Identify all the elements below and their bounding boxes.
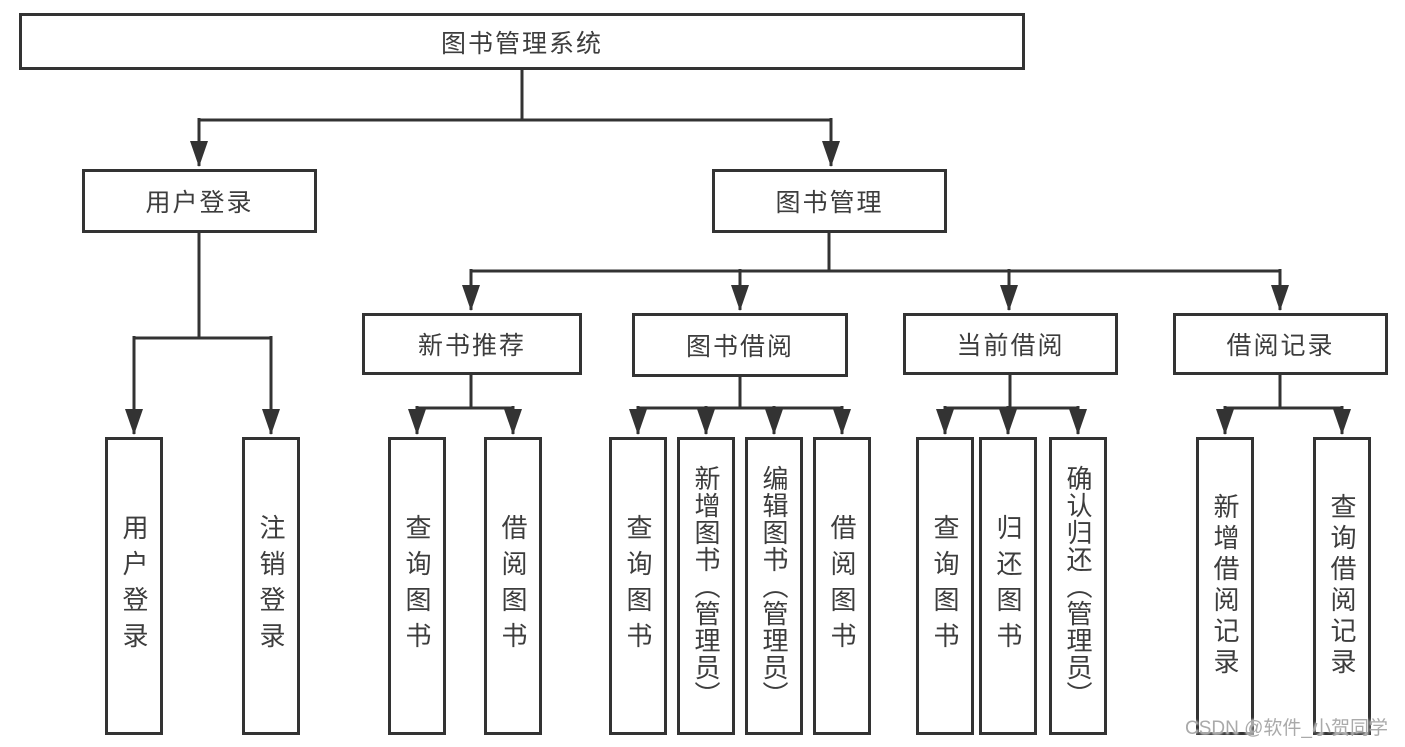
node-label: 当前借阅	[956, 332, 1065, 360]
connector-new-book-recommend	[408, 375, 522, 435]
leaf-user-login: 用户登录	[105, 437, 163, 735]
node-library-management-system: 图书管理系统	[19, 13, 1025, 70]
leaf-label: 编辑图书（管理员）	[759, 464, 789, 708]
leaf-label: 新增借阅记录	[1210, 493, 1240, 679]
leaf-label: 归还图书	[993, 514, 1023, 658]
leaf-label: 确认归还（管理员）	[1063, 464, 1093, 708]
leaf-label: 查询图书	[623, 514, 653, 658]
leaf-label: 新增图书（管理员）	[691, 464, 721, 708]
connector-borrow-records	[1216, 375, 1351, 435]
node-label: 用户登录	[145, 189, 254, 217]
leaf-bb-edit-books-admin: 编辑图书（管理员）	[745, 437, 803, 735]
leaf-label: 注销登录	[256, 514, 286, 658]
leaf-nb-borrow-books: 借阅图书	[484, 437, 542, 735]
leaf-label: 查询图书	[402, 514, 432, 658]
leaf-label: 查询图书	[930, 514, 960, 658]
leaf-label: 用户登录	[119, 514, 149, 658]
node-book-borrowing: 图书借阅	[632, 313, 848, 377]
leaf-br-query-record: 查询借阅记录	[1313, 437, 1371, 735]
connector-book-borrowing	[629, 377, 851, 435]
leaf-label: 查询借阅记录	[1327, 493, 1357, 679]
node-user-login: 用户登录	[82, 169, 317, 233]
leaf-cb-return-books: 归还图书	[979, 437, 1037, 735]
node-label: 图书借阅	[685, 333, 794, 361]
connector-root	[190, 70, 840, 167]
leaf-cb-query-books: 查询图书	[916, 437, 974, 735]
leaf-label: 借阅图书	[498, 514, 528, 658]
leaf-bb-add-books-admin: 新增图书（管理员）	[677, 437, 735, 735]
node-book-management: 图书管理	[712, 169, 947, 233]
leaf-nb-query-books: 查询图书	[388, 437, 446, 735]
node-label: 图书管理	[775, 189, 884, 217]
connector-current-borrowing	[936, 375, 1087, 435]
csdn-watermark: CSDN @软件_小贺同学	[1185, 718, 1388, 739]
leaf-bb-query-books: 查询图书	[609, 437, 667, 735]
node-label: 借阅记录	[1226, 332, 1335, 360]
connector-user-login	[125, 233, 280, 435]
node-current-borrowing: 当前借阅	[903, 313, 1118, 375]
leaf-logout: 注销登录	[242, 437, 300, 735]
connector-book-management	[462, 233, 1289, 311]
leaf-br-add-record: 新增借阅记录	[1196, 437, 1254, 735]
leaf-bb-borrow-books: 借阅图书	[813, 437, 871, 735]
node-new-book-recommend: 新书推荐	[362, 313, 582, 375]
node-label: 新书推荐	[417, 332, 526, 360]
node-label: 图书管理系统	[440, 29, 603, 58]
leaf-label: 借阅图书	[827, 514, 857, 658]
node-borrow-records: 借阅记录	[1173, 313, 1388, 375]
leaf-cb-confirm-return-admin: 确认归还（管理员）	[1049, 437, 1107, 735]
